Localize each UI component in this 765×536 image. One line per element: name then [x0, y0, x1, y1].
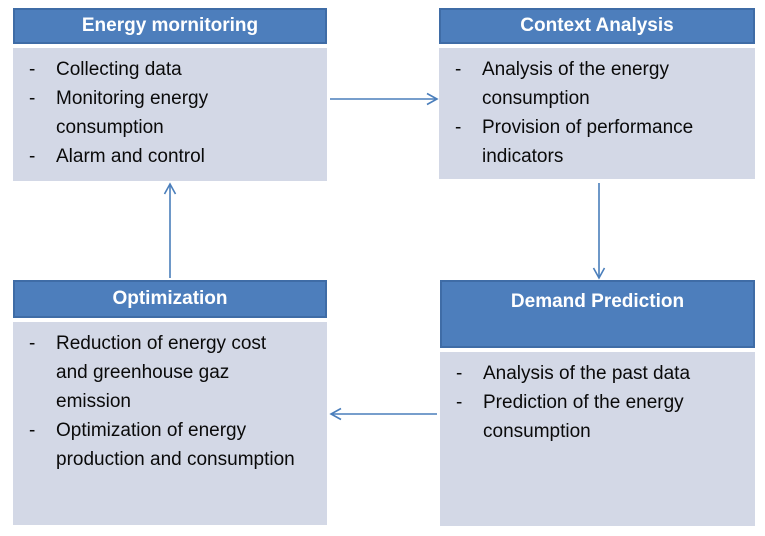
- node-title: Energy mornitoring: [81, 15, 259, 36]
- bullet-dash: -: [455, 117, 462, 138]
- list-item-text: Optimization of energy production and co…: [56, 420, 295, 470]
- list-item-text: Prediction of the energy consumption: [483, 392, 684, 442]
- node-demand-prediction: Demand Prediction - Analysis of the past…: [440, 280, 755, 526]
- list-item: - Monitoring energy consumption: [29, 84, 321, 142]
- arrow-energy-to-context-icon: [330, 92, 439, 106]
- list-item-text: Reduction of energy cost and greenhouse …: [56, 333, 267, 412]
- node-optimization-body: - Reduction of energy cost and greenhous…: [13, 322, 327, 525]
- bullet-dash: -: [456, 392, 463, 413]
- node-title: Context Analysis: [520, 15, 674, 36]
- list-item-text: Alarm and control: [56, 146, 205, 167]
- bullet-dash: -: [29, 420, 36, 441]
- node-title: Demand Prediction: [510, 291, 685, 312]
- bullet-dash: -: [29, 333, 36, 354]
- bullet-dash: -: [29, 88, 36, 109]
- arrow-demand-to-optimization-icon: [329, 407, 437, 421]
- list-item: - Analysis of the past data: [456, 359, 749, 388]
- list-item-text: Provision of performance indicators: [482, 117, 694, 167]
- bullet-dash: -: [455, 59, 462, 80]
- node-energy-monitoring-body: - Collecting data - Monitoring energy co…: [13, 48, 327, 181]
- node-title: Optimization: [112, 288, 228, 309]
- node-context-analysis-header: Context Analysis: [439, 8, 755, 44]
- list-item-text: Monitoring energy consumption: [56, 88, 209, 138]
- list-item: - Optimization of energy production and …: [29, 416, 321, 474]
- node-demand-prediction-header: Demand Prediction: [440, 280, 755, 348]
- node-context-analysis: Context Analysis - Analysis of the energ…: [439, 8, 755, 179]
- arrow-optimization-to-energy-icon: [163, 182, 177, 278]
- node-optimization: Optimization - Reduction of energy cost …: [13, 280, 327, 525]
- node-demand-prediction-body: - Analysis of the past data - Prediction…: [440, 352, 755, 526]
- list-item: - Alarm and control: [29, 142, 321, 171]
- list-item: - Reduction of energy cost and greenhous…: [29, 329, 321, 416]
- node-energy-monitoring-header: Energy mornitoring: [13, 8, 327, 44]
- list-item-text: Analysis of the past data: [483, 363, 691, 384]
- bullet-dash: -: [29, 59, 36, 80]
- list-item-text: Collecting data: [56, 59, 182, 80]
- node-energy-monitoring: Energy mornitoring - Collecting data - M…: [13, 8, 327, 181]
- bullet-dash: -: [29, 146, 36, 167]
- list-item: - Prediction of the energy consumption: [456, 388, 749, 446]
- arrow-context-to-demand-icon: [592, 183, 606, 280]
- node-context-analysis-body: - Analysis of the energy consumption - P…: [439, 48, 755, 179]
- bullet-dash: -: [456, 363, 463, 384]
- list-item: - Collecting data: [29, 55, 321, 84]
- node-optimization-header: Optimization: [13, 280, 327, 318]
- list-item-text: Analysis of the energy consumption: [482, 59, 669, 109]
- list-item: - Analysis of the energy consumption: [455, 55, 749, 113]
- list-item: - Provision of performance indicators: [455, 113, 749, 171]
